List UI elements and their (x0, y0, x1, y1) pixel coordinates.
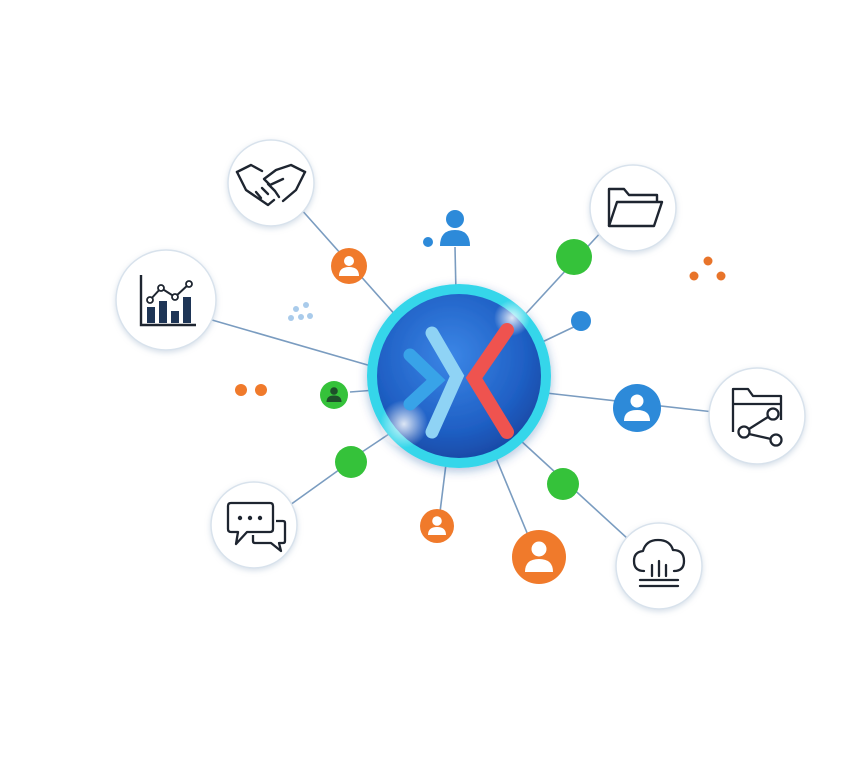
user-icon (440, 210, 470, 246)
chart-bar (147, 307, 155, 323)
node-dot-blue-right (571, 311, 591, 331)
handshake-icon (235, 163, 307, 207)
tile-folder (589, 164, 677, 252)
light-blue-dot (303, 302, 309, 308)
connector-lines (211, 207, 715, 551)
user-icon (624, 394, 650, 421)
chart-bar (171, 311, 179, 323)
connector-line (495, 457, 531, 541)
user-icon (428, 516, 446, 535)
blue-dot (423, 237, 433, 247)
light-blue-dot (298, 314, 304, 320)
user-icon (326, 387, 342, 402)
node-user-blue-top (440, 210, 470, 246)
orange-dot (716, 271, 726, 281)
orange-dot (689, 271, 699, 281)
orange-dot (255, 384, 267, 396)
orange-dot (235, 384, 247, 396)
light-blue-dot (293, 306, 299, 312)
node-user-orange-large (512, 530, 566, 584)
node-dot-green-lower-right (547, 468, 579, 500)
connector-line (211, 319, 379, 369)
bar-chart-icon (139, 275, 196, 327)
hub-logo-icon (403, 323, 514, 439)
decorative-dots (235, 237, 726, 396)
tile-cloud (615, 522, 703, 610)
connector-line (537, 323, 581, 345)
tile-chat (210, 481, 298, 569)
node-user-orange-bottom (420, 509, 454, 543)
user-icon (525, 541, 553, 572)
chart-bar (159, 301, 167, 323)
node-user-green-left (320, 381, 348, 409)
connector-line (439, 463, 447, 513)
chat-bubbles-icon (226, 501, 287, 553)
central-hub (367, 284, 551, 468)
folder-icon (607, 187, 664, 228)
chart-bar (183, 297, 191, 323)
folder-network-icon (731, 387, 783, 447)
user-icon (339, 256, 359, 276)
node-dot-green-upper-right (556, 239, 592, 275)
light-blue-dot (288, 315, 294, 321)
tile-folder-network (708, 367, 806, 465)
cloud-upload-icon (632, 538, 686, 588)
connector-line (519, 229, 604, 321)
node-user-orange-top (331, 248, 367, 284)
node-user-blue-right (613, 384, 661, 432)
hub-glow (380, 400, 428, 448)
tile-handshake (227, 139, 315, 227)
connector-line (519, 439, 641, 551)
light-blue-dot (307, 313, 313, 319)
tile-bar-chart (115, 249, 217, 351)
node-dot-green-left (335, 446, 367, 478)
orange-dot (703, 256, 713, 266)
